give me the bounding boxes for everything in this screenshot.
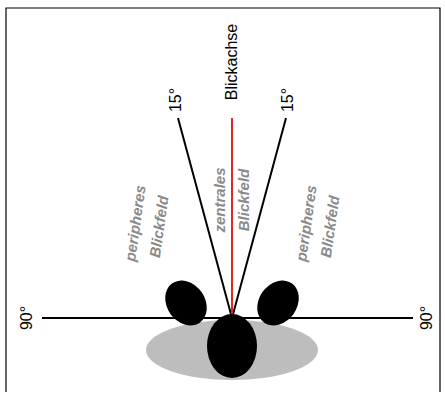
- angle-label: 15°: [278, 88, 298, 112]
- angle-label: 90°: [17, 306, 37, 330]
- angle-label: 90°: [417, 306, 437, 330]
- left-shoulder: [157, 272, 216, 333]
- angle-label: 15°: [166, 88, 186, 112]
- head: [207, 314, 257, 378]
- field-label: zentrales Blickfeld: [208, 167, 256, 232]
- right-shoulder: [249, 272, 308, 333]
- axis-label: Blickachse: [222, 24, 242, 100]
- field-label: peripheres Blickfeld: [118, 184, 176, 267]
- frame: [6, 8, 440, 392]
- gaze-axis-line: [231, 118, 233, 318]
- field-label: peripheres Blickfeld: [289, 184, 347, 267]
